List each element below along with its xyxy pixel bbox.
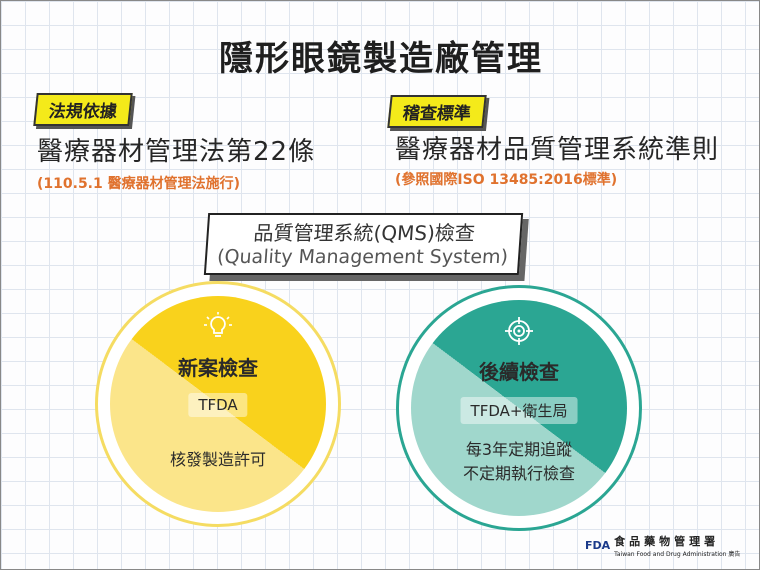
fda-logo: FDA 食品藥物管理署 Taiwan Food and Drug Adminis… <box>585 533 740 558</box>
fda-logo-mark: FDA <box>585 539 611 552</box>
follow-up-circle: 後續檢查 TFDA+衛生局 每3年定期追蹤 不定期執行檢查 <box>396 285 642 531</box>
legal-basis-note: (110.5.1 醫療器材管理法施行) <box>37 176 241 192</box>
lightbulb-icon <box>204 312 232 337</box>
qms-title: 品質管理系統(QMS)檢查 <box>252 221 476 245</box>
legal-basis-tag: 法規依據 <box>33 93 133 126</box>
fda-name-en: Taiwan Food and Drug Administration <box>614 551 727 558</box>
follow-up-badge: TFDA+衛生局 <box>460 397 578 424</box>
inspection-standard-note: (參照國際ISO 13485:2016標準) <box>395 172 618 188</box>
follow-up-desc: 每3年定期追蹤 不定期執行檢查 <box>411 438 627 486</box>
qms-banner: 品質管理系統(QMS)檢查 (Quality Management System… <box>203 213 524 275</box>
fda-name-zh: 食品藥物管理署 <box>614 535 720 548</box>
target-icon <box>505 317 533 345</box>
ad-label: 廣告 <box>728 551 741 558</box>
follow-up-title: 後續檢查 <box>479 360 559 384</box>
new-case-circle: 新案檢查 TFDA 核發製造許可 <box>95 281 341 527</box>
new-case-desc: 核發製造許可 <box>169 450 266 469</box>
inspection-standard-tag: 稽查標準 <box>387 95 487 128</box>
inspection-standard-text: 醫療器材品質管理系統準則 <box>395 135 720 165</box>
follow-up-desc-line: 不定期執行檢查 <box>462 464 575 483</box>
new-case-title: 新案檢查 <box>178 356 258 380</box>
new-case-badge: TFDA <box>188 393 248 417</box>
page-title: 隱形眼鏡製造廠管理 <box>219 39 543 79</box>
qms-subtitle: (Quality Management System) <box>216 246 509 268</box>
follow-up-desc-line: 每3年定期追蹤 <box>465 440 573 459</box>
legal-basis-text: 醫療器材管理法第22條 <box>37 137 316 167</box>
